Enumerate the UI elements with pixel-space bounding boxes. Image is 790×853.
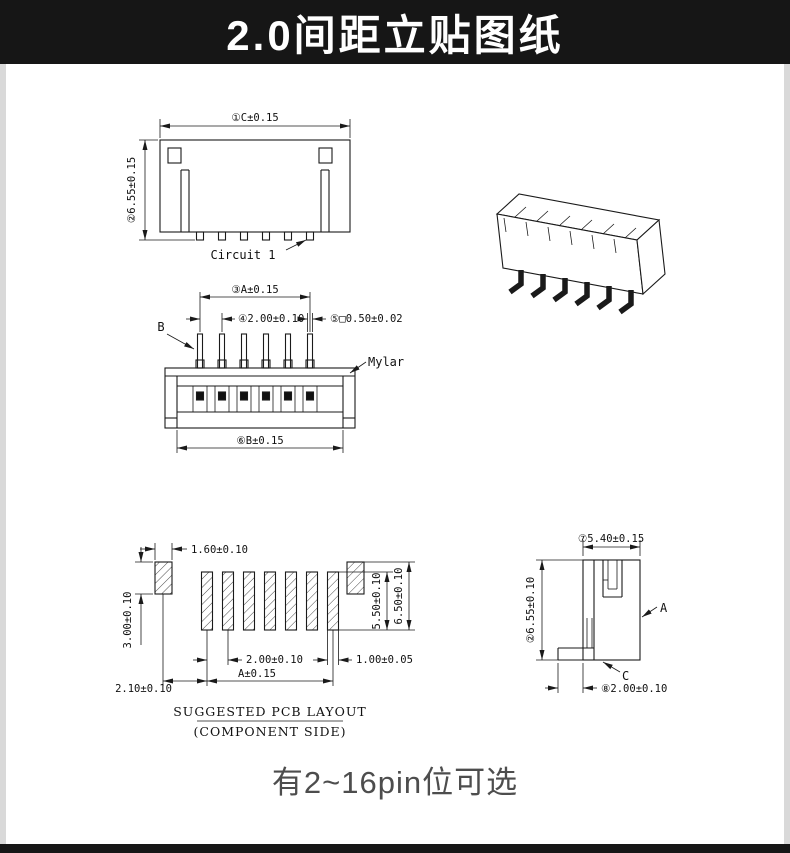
- dim-pin-size-text: ⑤□0.50±0.02: [330, 313, 403, 325]
- dim-total-height: 6.50±0.10: [339, 561, 415, 631]
- dim-front-width-text: ①C±0.15: [231, 112, 278, 124]
- circuit1-callout: Circuit 1: [210, 239, 307, 262]
- mylar-callout: Mylar: [349, 355, 404, 374]
- dim-pin-span-text: ③A±0.15: [231, 284, 278, 296]
- pin-view: ③A±0.15 ④2.00±0.10 ⑤□0.50±0.02 B: [157, 284, 404, 453]
- dim-pin-size: ⑤□0.50±0.02: [297, 313, 403, 332]
- dim-pcb-pitch-text: 2.00±0.10: [246, 654, 303, 666]
- pin-view-pins: [195, 333, 315, 369]
- circuit1-label: Circuit 1: [210, 248, 275, 262]
- b-callout: B: [157, 320, 195, 350]
- pin-options-note: 有2~16pin位可选: [271, 765, 519, 800]
- dim-pad-width-text: 1.60±0.10: [191, 544, 248, 556]
- dim-pcb-pitch: 2.00±0.10: [193, 654, 303, 666]
- a-label: A: [660, 601, 668, 615]
- dim-pin-pitch: ④2.00±0.10: [186, 313, 304, 332]
- next-section-banner: [0, 844, 790, 853]
- front-view-pins: [195, 231, 315, 241]
- dim-pin-pitch-text: ④2.00±0.10: [238, 313, 304, 325]
- pcb-view: 1.60±0.10 3.00±0.10 5.50±0.10 6.: [115, 543, 415, 739]
- a-callout: A: [641, 601, 668, 618]
- dim-pcb-offset-text: 2.10±0.10: [115, 683, 172, 695]
- side-view: ⑦5.40±0.15 ②6.55±0.10 A C: [525, 533, 668, 695]
- c-label: C: [622, 669, 629, 683]
- c-callout: C: [602, 661, 629, 683]
- dim-side-width-text: ⑦5.40±0.15: [578, 533, 644, 545]
- dim-strip-height-text: 5.50±0.10: [371, 573, 383, 630]
- mylar-label: Mylar: [368, 355, 404, 369]
- pcb-left-pad: [154, 561, 173, 595]
- page-title: 2.0间距立贴图纸: [226, 11, 564, 59]
- left-gutter: [0, 64, 6, 844]
- iso-view-pins: [508, 270, 634, 315]
- dim-strip-height: 5.50±0.10: [339, 571, 393, 630]
- dim-strip-width: 1.00±0.05: [313, 654, 413, 666]
- dim-body-width-text: ⑥B±0.15: [236, 435, 283, 447]
- pcb-caption-line1: SUGGESTED PCB LAYOUT: [173, 704, 367, 719]
- front-view: ①C±0.15 ②6.55±0.15 Circuit 1: [126, 112, 351, 262]
- right-gutter: [784, 64, 790, 844]
- pcb-pads: [200, 571, 340, 631]
- dim-side-height: ②6.55±0.10: [525, 559, 583, 661]
- dim-body-width: ⑥B±0.15: [176, 430, 344, 453]
- dim-front-height-text: ②6.55±0.15: [126, 157, 138, 223]
- pin-view-contacts: [192, 386, 318, 412]
- dim-pcb-span-text: A±0.15: [238, 668, 276, 680]
- dim-side-foot: ⑧2.00±0.10: [545, 663, 667, 695]
- dim-strip-width-text: 1.00±0.05: [356, 654, 413, 666]
- dim-pad-height-text: 3.00±0.10: [122, 592, 134, 649]
- dim-front-height: ②6.55±0.15: [126, 139, 195, 241]
- dim-pcb-span: A±0.15: [207, 668, 333, 684]
- dim-side-foot-text: ⑧2.00±0.10: [601, 683, 667, 695]
- dim-front-width: ①C±0.15: [159, 112, 351, 138]
- dim-pad-width: 1.60±0.10: [140, 543, 248, 560]
- dim-total-height-text: 6.50±0.10: [393, 568, 405, 625]
- dim-pin-span: ③A±0.15: [199, 284, 311, 332]
- b-label: B: [157, 320, 164, 334]
- dim-side-height-text: ②6.55±0.10: [525, 577, 537, 643]
- dim-side-width: ⑦5.40±0.15: [578, 533, 644, 556]
- dim-pad-height: 3.00±0.10: [122, 547, 153, 648]
- pcb-right-pad: [346, 561, 365, 595]
- dim-pcb-offset: 2.10±0.10: [115, 678, 207, 695]
- iso-view: [495, 193, 666, 315]
- title-banner: 2.0间距立贴图纸: [0, 0, 790, 64]
- pcb-caption-line2: (COMPONENT SIDE): [194, 724, 347, 739]
